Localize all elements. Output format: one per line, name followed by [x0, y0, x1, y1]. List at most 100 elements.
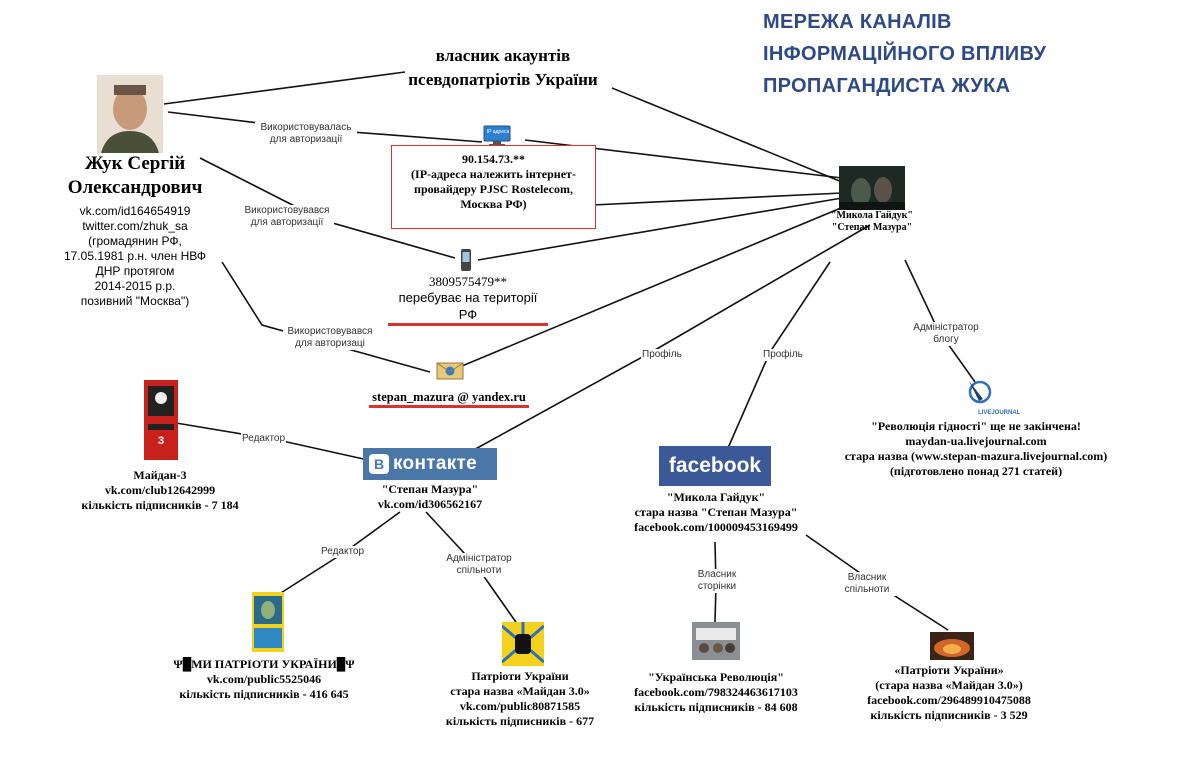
person-block: Жук Сергій Олександрович vk.com/id164654…	[45, 152, 225, 309]
vk-icon: В	[369, 454, 389, 474]
edge-label-admin-blog: Адміністратор блогу	[905, 322, 987, 346]
edge-label-ip-line-2: для авторизації	[269, 134, 343, 145]
alias-line-2: "Степан Мазура"	[831, 222, 913, 233]
facebook-profile-block: "Микола Гайдук" стара назва "Степан Мазу…	[610, 490, 822, 535]
facebook-logo: facebook	[659, 446, 771, 486]
my-patrioty-name: Ψ█МИ ПАТРІОТИ УКРАЇНИ█Ψ	[173, 657, 355, 671]
edge-label-ip-line-1: Використовувалась	[260, 122, 352, 133]
link-ip-box-alias	[591, 192, 843, 206]
person-detail-5: ДНР протягом	[95, 264, 175, 278]
ukr-revolution-image	[692, 622, 740, 660]
edge-label-owner-page-line-1: Власник	[697, 569, 737, 580]
vk-profile-name: "Степан Мазура"	[381, 482, 479, 496]
owner-label-line-1: власник акаунтів	[435, 46, 571, 65]
facebook-logo-text: facebook	[668, 454, 762, 477]
edge-label-editor-maidan3: Редактор	[241, 433, 287, 445]
envelope-icon	[436, 362, 464, 380]
person-vk: vk.com/id164654919	[79, 204, 191, 218]
link-person-owner	[163, 71, 406, 105]
edge-label-owner-page-line-2: сторінки	[697, 581, 737, 592]
edge-label-owner-page: Власник сторінки	[683, 569, 751, 593]
ukr-revolution-block: "Українська Революція" facebook.com/7983…	[608, 670, 824, 715]
svg-text:3: 3	[158, 435, 164, 447]
person-detail-6: 2014-2015 р.р.	[94, 279, 176, 293]
link-owner-alias	[611, 87, 843, 183]
patrioty-vk-url: vk.com/public80871585	[459, 699, 581, 713]
ip-line-3: Москва РФ)	[460, 197, 527, 211]
ip-line-2: провайдеру PJSC Rostelecom,	[414, 182, 573, 196]
my-patrioty-block: Ψ█МИ ПАТРІОТИ УКРАЇНИ█Ψ vk.com/public552…	[130, 657, 398, 702]
facebook-url: facebook.com/100009453169499	[634, 520, 798, 534]
link-alias-lj	[904, 259, 976, 383]
maidan3-name: Майдан-3	[133, 468, 187, 482]
my-patrioty-image	[252, 592, 284, 652]
vk-logo-text: контакте	[393, 453, 477, 474]
ukr-revolution-name: "Українська Революція"	[648, 670, 784, 684]
ip-line-1: (IP-адреса належить інтернет-	[411, 167, 576, 181]
person-name-line-2: Олександрович	[67, 177, 203, 198]
alias-line-1: "Микола Гайдук"	[831, 210, 913, 221]
edge-label-profile-vk: Профіль	[641, 349, 683, 361]
patrioty-fb-old-name: (стара назва «Майдан 3.0»)	[875, 678, 1023, 692]
owner-label: власник акаунтів псевдопатріотів України	[398, 44, 608, 92]
patrioty-vk-old-name: стара назва «Майдан 3.0»	[450, 684, 590, 698]
patrioty-fb-url: facebook.com/296489910475088	[867, 693, 1031, 707]
alias-photo	[839, 166, 905, 210]
vk-profile-block: "Степан Мазура" vk.com/id306562167	[350, 482, 510, 512]
link-person-email	[221, 261, 431, 373]
maidan3-subs: кількість підписників - 7 184	[81, 498, 239, 512]
vk-profile-url: vk.com/id306562167	[377, 497, 483, 511]
patrioty-fb-image	[930, 632, 974, 660]
facebook-profile-name: "Микола Гайдук"	[666, 490, 766, 504]
livejournal-url: maydan-ua.livejournal.com	[905, 434, 1047, 448]
owner-label-line-2: псевдопатріотів України	[408, 70, 598, 89]
edge-label-owner-community-line-1: Власник	[847, 572, 887, 583]
patrioty-fb-subs: кількість підписників - 3 529	[870, 708, 1028, 722]
edge-label-admin-blog-line-1: Адміністратор	[913, 322, 979, 333]
ip-box: 90.154.73.** (IP-адреса належить інтерне…	[391, 145, 596, 229]
patrioty-fb-name: «Патріоти України»	[894, 663, 1004, 677]
title-line-1: МЕРЕЖА КАНАЛІВ	[763, 11, 952, 33]
person-detail-4: 17.05.1981 р.н. член НВФ	[64, 249, 206, 263]
phone-icon	[460, 248, 472, 272]
title-line-3: ПРОПАГАНДИСТА ЖУКА	[763, 75, 1011, 97]
edge-label-email: Використовувався для авторизаці	[283, 326, 377, 350]
edge-label-editor-mypatrioty: Редактор	[320, 546, 366, 558]
patrioty-vk-subs: кількість підписників - 677	[445, 714, 595, 728]
edge-label-email-line-1: Використовувався	[287, 326, 373, 337]
phone-block: 3809575479** перебуває на території РФ	[388, 274, 548, 326]
person-photo	[97, 75, 163, 153]
person-details: vk.com/id164654919 twitter.com/zhuk_sa (…	[45, 204, 225, 309]
person-detail-3: (громадянин РФ,	[88, 234, 182, 248]
my-patrioty-subs: кількість підписників - 416 645	[179, 687, 349, 701]
patrioty-vk-image	[502, 622, 544, 666]
edge-label-admin-community: Адміністратор спільноти	[438, 553, 520, 577]
livejournal-logo: LIVEJOURNAL	[978, 410, 1021, 416]
livejournal-block: "Революція гідності" ще не закінчена! ma…	[826, 419, 1126, 479]
edge-label-admin-community-line-2: спільноти	[456, 565, 502, 576]
livejournal-note: (підготовлено понад 271 статей)	[889, 464, 1063, 478]
ip-address: 90.154.73.**	[462, 152, 525, 166]
edge-label-owner-community: Власник спільноти	[833, 572, 901, 596]
edge-label-phone-line-2: для авторизації	[250, 217, 324, 228]
livejournal-old-name: стара назва (www.stepan-mazura.livejourn…	[844, 449, 1108, 463]
email-block: stepan_mazura @ yandex.ru	[360, 388, 538, 408]
ip-icon-label: IP адреса	[486, 129, 510, 135]
edge-label-admin-community-line-1: Адміністратор	[446, 553, 512, 564]
edge-label-phone-line-1: Використовувався	[244, 205, 330, 216]
edge-label-admin-blog-line-2: блогу	[933, 334, 959, 345]
livejournal-icon	[963, 377, 993, 407]
patrioty-fb-block: «Патріоти України» (стара назва «Майдан …	[842, 663, 1056, 723]
patrioty-vk-block: Патріоти України стара назва «Майдан 3.0…	[425, 669, 615, 729]
title-line-2: ІНФОРМАЦІЙНОГО ВПЛИВУ	[763, 43, 1047, 65]
phone-note: перебуває на території РФ	[388, 289, 548, 326]
facebook-old-name: стара назва "Степан Мазура"	[634, 505, 798, 519]
maidan3-image: 3	[144, 380, 178, 460]
person-name-line-1: Жук Сергій	[84, 153, 186, 174]
person-twitter: twitter.com/zhuk_sa	[82, 219, 188, 233]
maidan3-block: Майдан-3 vk.com/club12642999 кількість п…	[60, 468, 260, 513]
edge-label-profile-fb: Профіль	[762, 349, 804, 361]
alias-block: "Микола Гайдук" "Степан Мазура"	[812, 210, 932, 234]
edge-label-phone: Використовувався для авторизації	[240, 205, 334, 229]
my-patrioty-url: vk.com/public5525046	[206, 672, 322, 686]
